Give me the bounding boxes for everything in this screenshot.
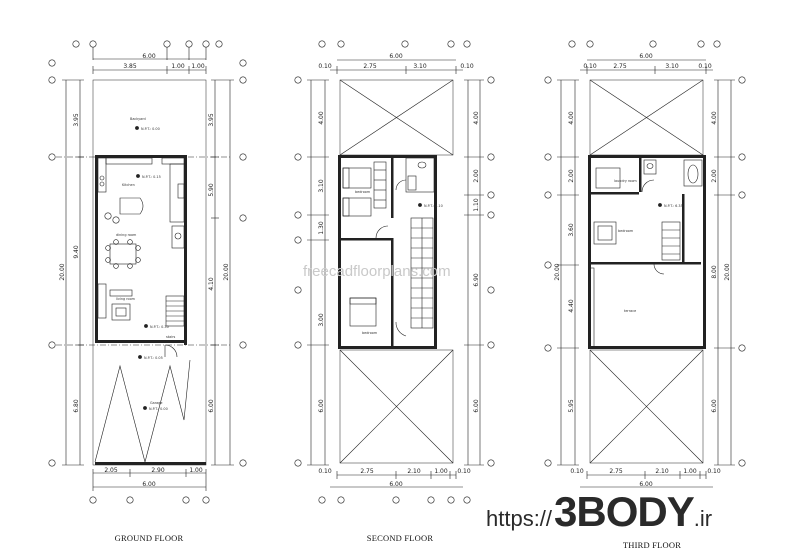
third-bottom-dim-3: 2.10 xyxy=(655,468,669,475)
third-room-bedroom: bedroom xyxy=(618,229,634,233)
third-bottom-dim-4: 1.00 xyxy=(683,468,697,475)
ground-bottom-total: 6.00 xyxy=(142,481,156,488)
third-left-dim-1: 4.00 xyxy=(568,111,575,125)
ground-level-1: N.P.T.: 0.00 xyxy=(141,127,160,131)
ground-room-backyard: Backyard xyxy=(130,117,146,121)
ground-right-dim-1: 3.95 xyxy=(208,113,215,127)
ground-floor-labels: 6.00 3.85 1.00 1.00 6.00 2.05 2.90 1.00 … xyxy=(59,53,230,543)
third-bottom-dim-5: 0.10 xyxy=(707,468,721,475)
ground-left-mid: 9.40 xyxy=(73,245,80,259)
ground-floor-title: GROUND FLOOR xyxy=(115,533,184,543)
third-room-terrace: terrace xyxy=(624,309,636,313)
ground-right-dim-3: 4.10 xyxy=(208,277,215,291)
second-room-bedroom-2: bedroom xyxy=(362,331,378,335)
second-bottom-dim-2: 2.75 xyxy=(360,468,374,475)
second-floor-title: SECOND FLOOR xyxy=(367,533,434,543)
second-level-1: N.P.T.: 3.10 xyxy=(424,204,443,208)
level-markers xyxy=(135,126,148,410)
brand-name: 3BODY xyxy=(554,488,695,535)
second-right-dim-1: 4.00 xyxy=(473,111,480,125)
third-floor-plan xyxy=(544,40,746,488)
third-left-total: 20.00 xyxy=(554,263,561,280)
ground-level-5: N.P.T.: 0.00 xyxy=(149,407,168,411)
third-bottom-total: 6.00 xyxy=(639,481,653,488)
ground-bottom-dim-1: 2.05 xyxy=(104,467,118,474)
ground-right-total: 20.00 xyxy=(223,263,230,280)
second-right-dim-5: 6.00 xyxy=(473,399,480,413)
second-bottom-dim-1: 0.10 xyxy=(318,468,332,475)
third-top-dim-4: 0.10 xyxy=(698,63,712,70)
second-bottom-dim-3: 2.10 xyxy=(407,468,421,475)
third-bottom-dim-2: 2.75 xyxy=(609,468,623,475)
second-right-dim-3: 1.10 xyxy=(473,198,480,212)
third-left-dim-2: 2.00 xyxy=(568,169,575,183)
third-floor-labels: 6.00 0.10 2.75 3.10 0.10 6.00 0.10 2.75 … xyxy=(554,53,731,488)
second-left-dim-1: 4.00 xyxy=(318,111,325,125)
second-left-dim-4: 3.00 xyxy=(318,313,325,327)
third-top-dim-3: 3.10 xyxy=(665,63,679,70)
ground-room-dining: dining room xyxy=(116,233,137,237)
second-room-bedroom-1: bedroom xyxy=(355,190,371,194)
third-left-dim-4: 4.40 xyxy=(568,299,575,313)
ground-bottom-dim-3: 1.00 xyxy=(189,467,203,474)
ground-room-stairs: stairs xyxy=(166,335,176,339)
ground-room-living: living room xyxy=(116,297,136,301)
second-floor-labels: 6.00 0.10 2.75 3.10 0.10 6.00 0.10 2.75 … xyxy=(318,53,480,543)
ground-top-dim-1: 3.85 xyxy=(123,63,137,70)
third-right-dim-3: 8.00 xyxy=(711,265,718,279)
second-left-dim-5: 6.00 xyxy=(318,399,325,413)
second-bottom-dim-5: 0.10 xyxy=(457,468,471,475)
third-right-dim-1: 4.00 xyxy=(711,111,718,125)
ground-room-garage: Garage xyxy=(150,401,162,405)
ground-level-3: N.P.T.: 0.30 xyxy=(150,325,169,329)
ground-top-dim-3: 1.00 xyxy=(191,63,205,70)
second-bottom-total: 6.00 xyxy=(389,481,403,488)
ground-left-total: 20.00 xyxy=(59,263,66,280)
third-top-dim-2: 2.75 xyxy=(613,63,627,70)
brand-suffix: .ir xyxy=(693,506,713,531)
third-top-dim-1: 0.10 xyxy=(583,63,597,70)
second-bottom-dim-4: 1.00 xyxy=(434,468,448,475)
second-top-dim-2: 2.75 xyxy=(363,63,377,70)
second-left-dim-2: 3.10 xyxy=(318,179,325,193)
third-top-total: 6.00 xyxy=(639,53,653,60)
second-top-total: 6.00 xyxy=(389,53,403,60)
ground-level-2: N.P.T.: 0.15 xyxy=(142,175,161,179)
ground-right-dim-2: 5.90 xyxy=(208,183,215,197)
ground-top-dim-2: 1.00 xyxy=(171,63,185,70)
third-bottom-dim-1: 0.10 xyxy=(570,468,584,475)
second-top-dim-1: 0.10 xyxy=(318,63,332,70)
third-right-total: 20.00 xyxy=(724,263,731,280)
second-floor-plan xyxy=(294,40,495,504)
third-left-dim-5: 5.95 xyxy=(568,399,575,413)
ground-level-4: N.P.T.: 0.05 xyxy=(144,356,163,360)
ground-bottom-dim-2: 2.90 xyxy=(151,467,165,474)
ground-right-dim-4: 6.00 xyxy=(208,399,215,413)
brand-prefix: https:// xyxy=(486,506,553,531)
second-top-dim-4: 0.10 xyxy=(460,63,474,70)
ground-top-total: 6.00 xyxy=(142,53,156,60)
ground-left-dim-3: 6.80 xyxy=(73,399,80,413)
watermark-site: freecadfloorplans.com xyxy=(303,263,451,280)
second-right-dim-2: 2.00 xyxy=(473,169,480,183)
third-level-1: N.P.T.: 6.35 xyxy=(664,204,683,208)
third-right-dim-4: 6.00 xyxy=(711,399,718,413)
second-right-dim-4: 6.90 xyxy=(473,273,480,287)
third-right-dim-2: 2.00 xyxy=(711,169,718,183)
third-left-dim-3: 3.60 xyxy=(568,223,575,237)
third-room-laundry: laundry room xyxy=(614,179,637,183)
ground-left-dim-1: 3.95 xyxy=(73,113,80,127)
brand-watermark: https:// 3BODY .ir xyxy=(486,488,712,546)
second-top-dim-3: 3.10 xyxy=(413,63,427,70)
ground-floor-plan xyxy=(48,40,247,504)
second-left-dim-3: 1.30 xyxy=(318,221,325,235)
ground-room-kitchen: Kitchen xyxy=(122,183,135,187)
grid-bubbles-top xyxy=(72,40,223,60)
